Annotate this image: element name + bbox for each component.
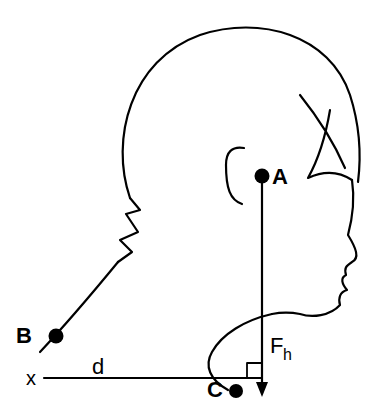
point-dot <box>255 169 270 184</box>
point-label: C <box>207 379 223 401</box>
hair-back-outline <box>118 198 140 262</box>
force-line <box>261 176 263 384</box>
hair-front-outline <box>300 95 352 180</box>
neck-back-outline <box>40 262 118 352</box>
point-label: A <box>272 166 288 188</box>
axis-label: x <box>26 368 36 388</box>
force-label: F <box>270 335 283 357</box>
force-subscript: h <box>283 347 292 363</box>
moment-arm-line <box>44 377 262 379</box>
point-dot <box>49 329 64 344</box>
head-top-outline <box>123 28 360 199</box>
point-dot <box>229 384 243 398</box>
distance-label: d <box>92 356 104 378</box>
point-label: B <box>16 325 32 347</box>
ear-outline <box>226 148 244 204</box>
force-arrowhead <box>256 382 268 397</box>
right-angle-marker <box>247 363 262 378</box>
face-profile-outline <box>272 180 356 316</box>
